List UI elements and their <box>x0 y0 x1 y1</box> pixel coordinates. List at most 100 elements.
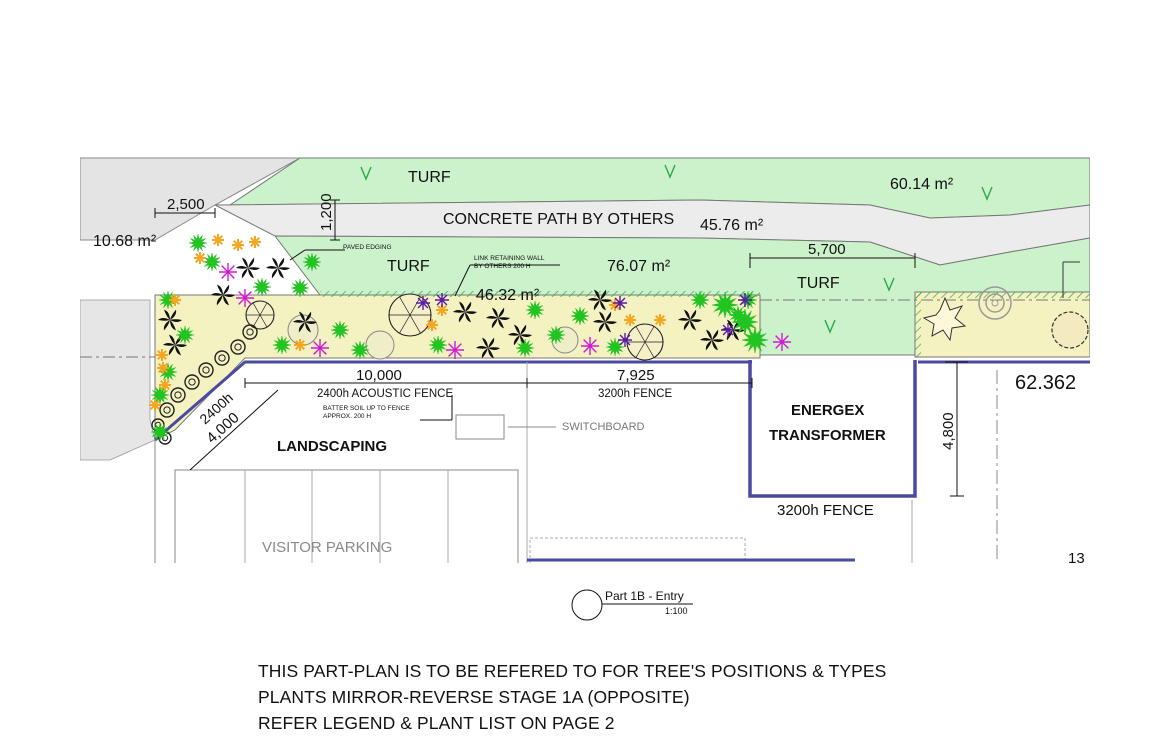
acoustic-fence <box>154 360 752 442</box>
plant-pinwheel-symbol <box>465 312 471 323</box>
plant-green-symbol <box>202 252 222 272</box>
shrub-row-symbol <box>218 354 226 362</box>
parking-outline <box>174 469 519 563</box>
note-line-3: REFER LEGEND & PLANT LIST ON PAGE 2 <box>258 713 615 733</box>
plant-pinwheel-symbol <box>481 348 488 359</box>
switchboard-label: SWITCHBOARD <box>562 421 645 433</box>
shrub-row-symbol <box>159 402 175 418</box>
shrub-row-symbol <box>163 406 171 414</box>
plant-pinwheel-symbol <box>476 345 488 349</box>
plant-pinwheel-symbol <box>488 337 495 348</box>
bed-area: 46.32 m² <box>476 287 540 304</box>
shrub-row-symbol <box>214 350 230 366</box>
plant-green-symbol <box>690 290 710 310</box>
plant-pinwheel-symbol <box>605 322 611 333</box>
shrub-row-symbol <box>188 378 196 386</box>
path-label: CONCRETE PATH BY OTHERS <box>443 211 674 228</box>
plant-pinwheel-symbol <box>486 315 498 319</box>
left-area: 10.68 m² <box>93 233 157 250</box>
plant-magenta-symbol <box>773 333 791 351</box>
plant-orange-symbol <box>609 299 621 311</box>
plant-pinwheel-symbol <box>217 284 223 295</box>
energex-label-2: TRANSFORMER <box>769 427 886 444</box>
note-line-1: THIS PART-PLAN IS TO BE REFERED TO FOR T… <box>258 661 887 681</box>
plan-ref-title: Part 1B - Entry <box>605 589 684 603</box>
visitor-parking-label: VISITOR PARKING <box>262 539 392 556</box>
plant-pinwheel-symbol <box>600 299 612 303</box>
plant-purple-symbol <box>613 296 627 310</box>
shrub-row-symbol <box>198 362 214 378</box>
plant-pinwheel-symbol <box>712 329 719 340</box>
link-wall-callout-2: BY OTHERS 200 H <box>474 263 531 270</box>
plant-pinwheel-symbol <box>498 318 504 329</box>
right-area: 62.362 <box>1015 372 1076 394</box>
shrub-symbol <box>1051 311 1089 349</box>
shrub-row-symbol <box>246 328 254 336</box>
plant-pinwheel-symbol <box>498 307 505 318</box>
shrub-row-symbol <box>242 324 258 340</box>
path-area: 45.76 m² <box>700 217 764 234</box>
plant-pinwheel-symbol <box>305 322 311 333</box>
plant-pinwheel-symbol <box>216 295 223 306</box>
plant-pinwheel-symbol <box>514 324 520 335</box>
dim-10000: 10,000 <box>356 367 402 384</box>
plant-pinwheel-symbol <box>605 311 612 322</box>
plant-pinwheel-symbol <box>278 257 285 268</box>
plant-pinwheel-symbol <box>600 300 606 311</box>
plant-pinwheel-symbol <box>678 317 690 321</box>
plant-orange-symbol <box>654 314 666 326</box>
shrub-row-symbol <box>174 391 182 399</box>
plant-pinwheel-symbol <box>683 320 690 331</box>
plant-pinwheel-symbol <box>158 317 170 321</box>
plan-viewport <box>80 157 1090 563</box>
turf-mid-label: TURF <box>387 258 430 275</box>
plant-pinwheel-symbol <box>236 265 248 269</box>
shrub-row-symbol <box>230 339 246 355</box>
plant-pinwheel-symbol <box>271 268 278 279</box>
plant-pinwheel-symbol <box>248 268 254 279</box>
plant-orange-symbol <box>149 399 161 411</box>
plant-pinwheel-symbol <box>599 311 605 322</box>
plant-pinwheel-symbol <box>293 319 305 323</box>
plant-purple-symbol <box>738 293 752 307</box>
plant-pinwheel-symbol <box>175 344 187 348</box>
plant-magenta-symbol <box>236 289 254 307</box>
energex-label-1: ENERGEX <box>791 402 864 419</box>
plant-green-symbol <box>515 338 535 358</box>
plant-pinwheel-symbol <box>588 297 600 301</box>
note-line-2: PLANTS MIRROR-REVERSE STAGE 1A (OPPOSITE… <box>258 687 690 707</box>
link-wall-hatch <box>320 291 760 297</box>
plant-pinwheel-symbol <box>299 311 305 322</box>
link-wall-callout-1: LINK RETAINING WALL <box>474 255 545 262</box>
plant-pinwheel-symbol <box>298 322 305 333</box>
right-bed-hatch-side <box>915 292 921 357</box>
plant-pinwheel-symbol <box>605 321 617 325</box>
plant-pinwheel-symbol <box>488 348 494 359</box>
plant-pinwheel-symbol <box>593 300 600 311</box>
plant-pinwheel-symbol <box>520 324 527 335</box>
plant-pinwheel-symbol <box>684 309 690 320</box>
plant-pinwheel-symbol <box>169 334 175 345</box>
plant-orange-symbol <box>624 314 636 326</box>
plant-orange-symbol <box>157 362 169 374</box>
plant-pinwheel-symbol <box>465 311 477 315</box>
dim-4800: 4,800 <box>940 412 957 450</box>
tree-canopy-symbol <box>259 302 268 316</box>
tree-canopy-symbol <box>409 296 421 316</box>
plant-pinwheel-symbol <box>712 340 718 351</box>
plant-pinwheel-symbol <box>465 301 472 312</box>
plant-orange-symbol <box>294 339 306 351</box>
plant-magenta-symbol <box>311 339 329 357</box>
plant-green-symbol <box>546 325 566 345</box>
road-area <box>80 157 301 241</box>
plant-green-symbol <box>605 337 625 357</box>
plant-green-symbol <box>272 335 292 355</box>
plant-green-symbol <box>570 306 590 326</box>
plant-pinwheel-symbol <box>278 268 284 279</box>
plant-green-symbol <box>428 335 448 355</box>
plant-orange-symbol <box>156 349 168 361</box>
plant-pinwheel-symbol <box>498 317 510 321</box>
plant-green-symbol <box>525 300 545 320</box>
turf-top-label: TURF <box>408 169 451 186</box>
